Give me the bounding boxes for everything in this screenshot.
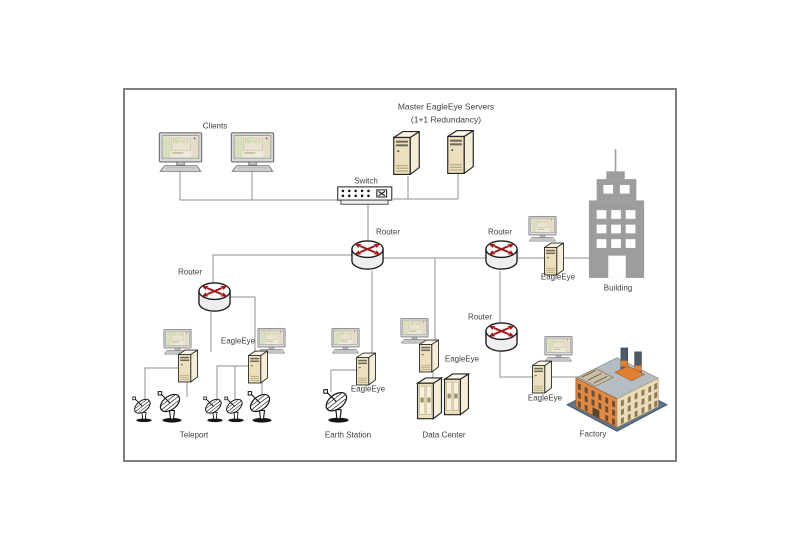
link-ee-a-dish1 xyxy=(144,367,178,399)
link-core-teleport-router xyxy=(212,254,352,283)
earth-station-dish-icon xyxy=(322,389,351,423)
eagleeye-earth-station xyxy=(331,328,376,386)
eagleeye-building xyxy=(528,216,564,276)
eagleeye-tower-icon xyxy=(248,350,268,384)
label-router-building: Router xyxy=(487,227,513,237)
eagleeye-tower-icon xyxy=(532,360,552,394)
label-data-center: Data Center xyxy=(422,430,466,440)
label-eagleeye-data-center: EagleEye xyxy=(444,354,480,364)
satellite-dish-icon xyxy=(156,391,184,423)
server-cabinet-icon xyxy=(443,373,470,416)
label-router-factory: Router xyxy=(467,312,493,322)
eagleeye-tower-icon xyxy=(178,349,198,383)
eagleeye-monitor-icon xyxy=(528,216,557,242)
connection-lines xyxy=(144,172,590,399)
label-building: Building xyxy=(603,283,633,293)
eagleeye-data-center xyxy=(400,318,439,373)
client-computer-icon xyxy=(158,132,203,172)
link-factory-router-factory xyxy=(499,351,578,378)
link-earth-ee-dish xyxy=(330,369,356,392)
eagleeye-factory xyxy=(532,336,573,394)
master-servers-group xyxy=(393,129,474,176)
label-teleport: Teleport xyxy=(179,430,209,440)
eagleeye-monitor-icon xyxy=(331,328,360,354)
data-center-cabinets xyxy=(416,373,470,420)
label-clients: Clients xyxy=(202,121,228,131)
core-router-icon xyxy=(350,239,385,271)
label-eagleeye-earth-station: EagleEye xyxy=(350,384,386,394)
factory-icon xyxy=(566,347,668,432)
master-servers-title: Master EagleEye Servers xyxy=(397,101,495,112)
satellite-dish-icon xyxy=(223,396,246,423)
master-servers-subtitle: (1+1 Redundancy) xyxy=(410,114,482,125)
label-router-teleport: Router xyxy=(177,267,203,277)
client-computer-icon xyxy=(230,132,275,172)
label-switch: Switch xyxy=(354,176,378,186)
satellite-dish-icon xyxy=(131,396,154,423)
label-eagleeye-building: EagleEye xyxy=(540,272,576,282)
label-eagleeye-teleport: EagleEye xyxy=(220,336,256,346)
label-router-core: Router xyxy=(375,227,401,237)
satellite-dish-icon xyxy=(246,391,274,423)
building-router-icon xyxy=(484,239,519,271)
factory-router-icon xyxy=(484,321,519,353)
eagleeye-teleport-a xyxy=(163,329,198,383)
teleport-router-icon xyxy=(197,281,232,313)
eagleeye-tower-icon xyxy=(419,339,439,373)
switch-icon xyxy=(337,186,393,205)
server-cabinet-icon xyxy=(416,377,443,420)
link-teleport-router-ee-b xyxy=(229,296,256,356)
label-earth-station: Earth Station xyxy=(324,430,372,440)
building-icon xyxy=(588,148,645,279)
satellite-dish-icon xyxy=(202,396,225,423)
teleport-dishes xyxy=(131,391,274,423)
clients-group xyxy=(158,132,275,172)
link-client1-switch xyxy=(179,172,337,201)
eagleeye-tower-icon xyxy=(356,352,376,386)
master-server-icon xyxy=(393,130,420,176)
eagleeye-monitor-icon xyxy=(400,318,429,344)
eagleeye-tower-icon xyxy=(544,242,564,276)
label-factory: Factory xyxy=(579,429,607,439)
eagleeye-monitor-icon xyxy=(544,336,573,362)
master-server-icon xyxy=(447,129,474,175)
eagleeye-monitor-icon xyxy=(257,328,286,354)
link-ee-b-dish3 xyxy=(216,365,250,399)
label-eagleeye-factory: EagleEye xyxy=(527,393,563,403)
